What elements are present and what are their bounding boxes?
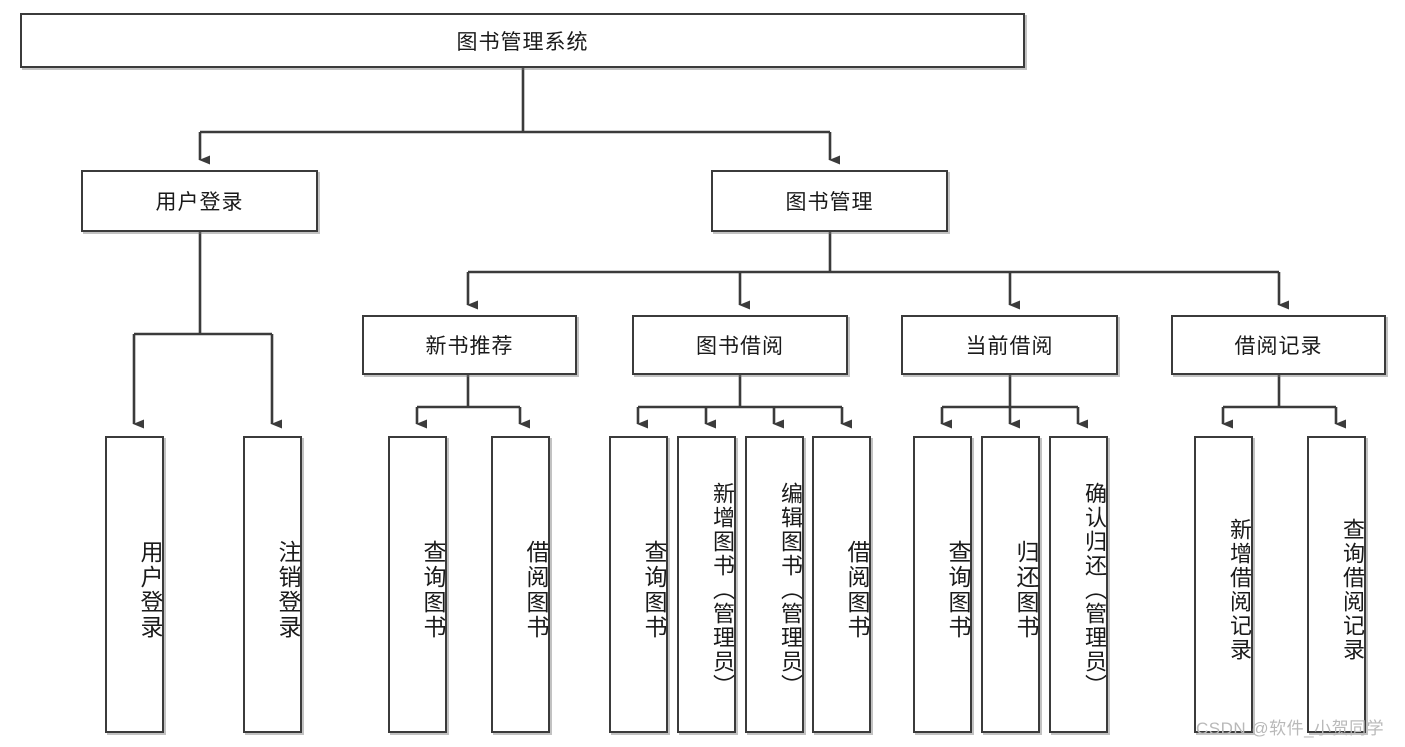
leaf-record-query[interactable]: 查询借阅记录 <box>1307 436 1366 733</box>
node-new-book-recommend-label: 新书推荐 <box>425 335 514 358</box>
node-root-label: 图书管理系统 <box>456 30 589 54</box>
leaf-new-book-borrow[interactable]: 借阅图书 <box>491 436 550 733</box>
leaf-label: 编辑图书（管理员） <box>778 481 803 698</box>
node-current-borrow-label: 当前借阅 <box>965 335 1054 358</box>
leaf-label: 新增图书（管理员） <box>710 481 735 698</box>
node-current-borrow[interactable]: 当前借阅 <box>901 315 1118 375</box>
leaf-label: 查询借阅记录 <box>1340 517 1365 662</box>
node-book-borrow[interactable]: 图书借阅 <box>632 315 848 375</box>
node-borrow-record[interactable]: 借阅记录 <box>1171 315 1386 375</box>
leaf-label: 归还图书 <box>1013 539 1039 640</box>
leaf-label: 注销登录 <box>275 539 301 640</box>
leaf-borrow-query[interactable]: 查询图书 <box>609 436 668 733</box>
node-user-login[interactable]: 用户登录 <box>81 170 318 232</box>
leaf-current-query[interactable]: 查询图书 <box>913 436 972 733</box>
connector-group-book-mgmt <box>466 232 1289 310</box>
leaf-label: 借阅图书 <box>523 539 549 640</box>
leaf-label: 查询图书 <box>420 539 446 640</box>
leaf-current-confirm-return[interactable]: 确认归还（管理员） <box>1049 436 1108 733</box>
node-root[interactable]: 图书管理系统 <box>20 13 1025 68</box>
leaf-borrow-borrow-book[interactable]: 借阅图书 <box>812 436 871 733</box>
leaf-user-login-signout[interactable]: 注销登录 <box>243 436 302 733</box>
connector-group-new-book <box>415 375 530 429</box>
node-new-book-recommend[interactable]: 新书推荐 <box>362 315 577 375</box>
leaf-borrow-add-book[interactable]: 新增图书（管理员） <box>677 436 736 733</box>
connector-group-borrow <box>636 375 852 429</box>
leaf-label: 借阅图书 <box>844 539 870 640</box>
leaf-label: 新增借阅记录 <box>1227 517 1252 662</box>
leaf-record-add[interactable]: 新增借阅记录 <box>1194 436 1253 733</box>
node-borrow-record-label: 借阅记录 <box>1234 335 1323 358</box>
leaf-current-return[interactable]: 归还图书 <box>981 436 1040 733</box>
connector-group-current <box>940 375 1088 429</box>
connector-group-user-login <box>132 232 282 429</box>
connector-group-root <box>198 68 840 165</box>
node-user-login-label: 用户登录 <box>155 191 244 214</box>
leaf-label: 用户登录 <box>137 539 163 640</box>
leaf-label: 查询图书 <box>641 539 667 640</box>
leaf-label: 查询图书 <box>945 539 971 640</box>
node-book-borrow-label: 图书借阅 <box>696 335 784 358</box>
node-book-management[interactable]: 图书管理 <box>711 170 948 232</box>
connector-group-record <box>1221 375 1346 429</box>
node-book-management-label: 图书管理 <box>785 191 874 214</box>
leaf-user-login-signin[interactable]: 用户登录 <box>105 436 164 733</box>
leaf-new-book-query[interactable]: 查询图书 <box>388 436 447 733</box>
leaf-label: 确认归还（管理员） <box>1082 481 1107 698</box>
watermark-text: CSDN @软件_小贺同学 <box>1196 719 1385 738</box>
leaf-borrow-edit-book[interactable]: 编辑图书（管理员） <box>745 436 804 733</box>
